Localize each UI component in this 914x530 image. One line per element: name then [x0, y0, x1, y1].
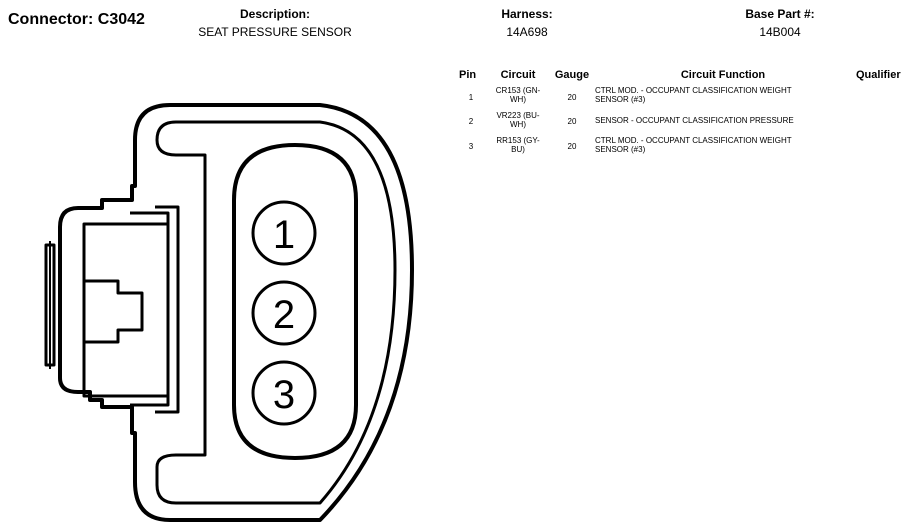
col-gauge: Gauge — [554, 69, 590, 81]
pin-1-circle — [251, 200, 317, 266]
harness-label: Harness: — [501, 7, 553, 21]
col-circuit-function: Circuit Function — [680, 69, 766, 81]
pin-2-circle — [251, 280, 317, 346]
description-label: Description: — [239, 7, 310, 21]
col-qualifier: Qualifier — [856, 69, 901, 81]
connector-lock-tab — [82, 222, 168, 398]
table-row-2-pin: 2 — [468, 117, 474, 126]
base-part-value: 14B004 — [759, 25, 801, 39]
base-part-label: Base Part #: — [745, 7, 815, 21]
col-pin: Pin — [459, 69, 477, 81]
table-row-1-pin: 1 — [468, 93, 474, 102]
table-row-3-gauge: 20 — [567, 142, 577, 151]
connector-housing-inner — [155, 120, 397, 505]
table-row-1-function: CTRL MOD. - OCCUPANT CLASSIFICATION WEIG… — [595, 86, 792, 104]
connector-housing-outer — [58, 103, 414, 522]
table-row-3-pin: 3 — [468, 142, 474, 151]
table-row-1-gauge: 20 — [567, 93, 577, 102]
pin-1: 1 — [251, 200, 317, 266]
table-row-2-function: SENSOR - OCCUPANT CLASSIFICATION PRESSUR… — [595, 116, 794, 125]
description-value: SEAT PRESSURE SENSOR — [198, 25, 352, 39]
pin-2: 2 — [251, 280, 317, 346]
connector-latch-inner — [130, 211, 170, 407]
pin-3-number: 3 — [273, 373, 295, 417]
col-circuit: Circuit — [500, 69, 536, 81]
pin-2-number: 2 — [273, 293, 295, 337]
pin-1-number: 1 — [273, 213, 295, 257]
harness-value: 14A698 — [506, 25, 548, 39]
table-row-2-gauge: 20 — [567, 117, 577, 126]
connector-lock-ramp — [84, 279, 144, 344]
pin-3: 3 — [251, 360, 317, 426]
table-row-2-circuit: VR223 (BU-WH) — [496, 111, 540, 129]
pin-cavity — [232, 143, 358, 460]
pin-3-circle — [251, 360, 317, 426]
table-row-1-circuit: CR153 (GN-WH) — [495, 86, 541, 104]
connector-title: Connector: C3042 — [8, 11, 145, 28]
table-row-3-circuit: RR153 (GY-BU) — [496, 136, 540, 154]
table-row-3-function: CTRL MOD. - OCCUPANT CLASSIFICATION WEIG… — [595, 136, 792, 154]
connector-latch — [155, 205, 180, 414]
